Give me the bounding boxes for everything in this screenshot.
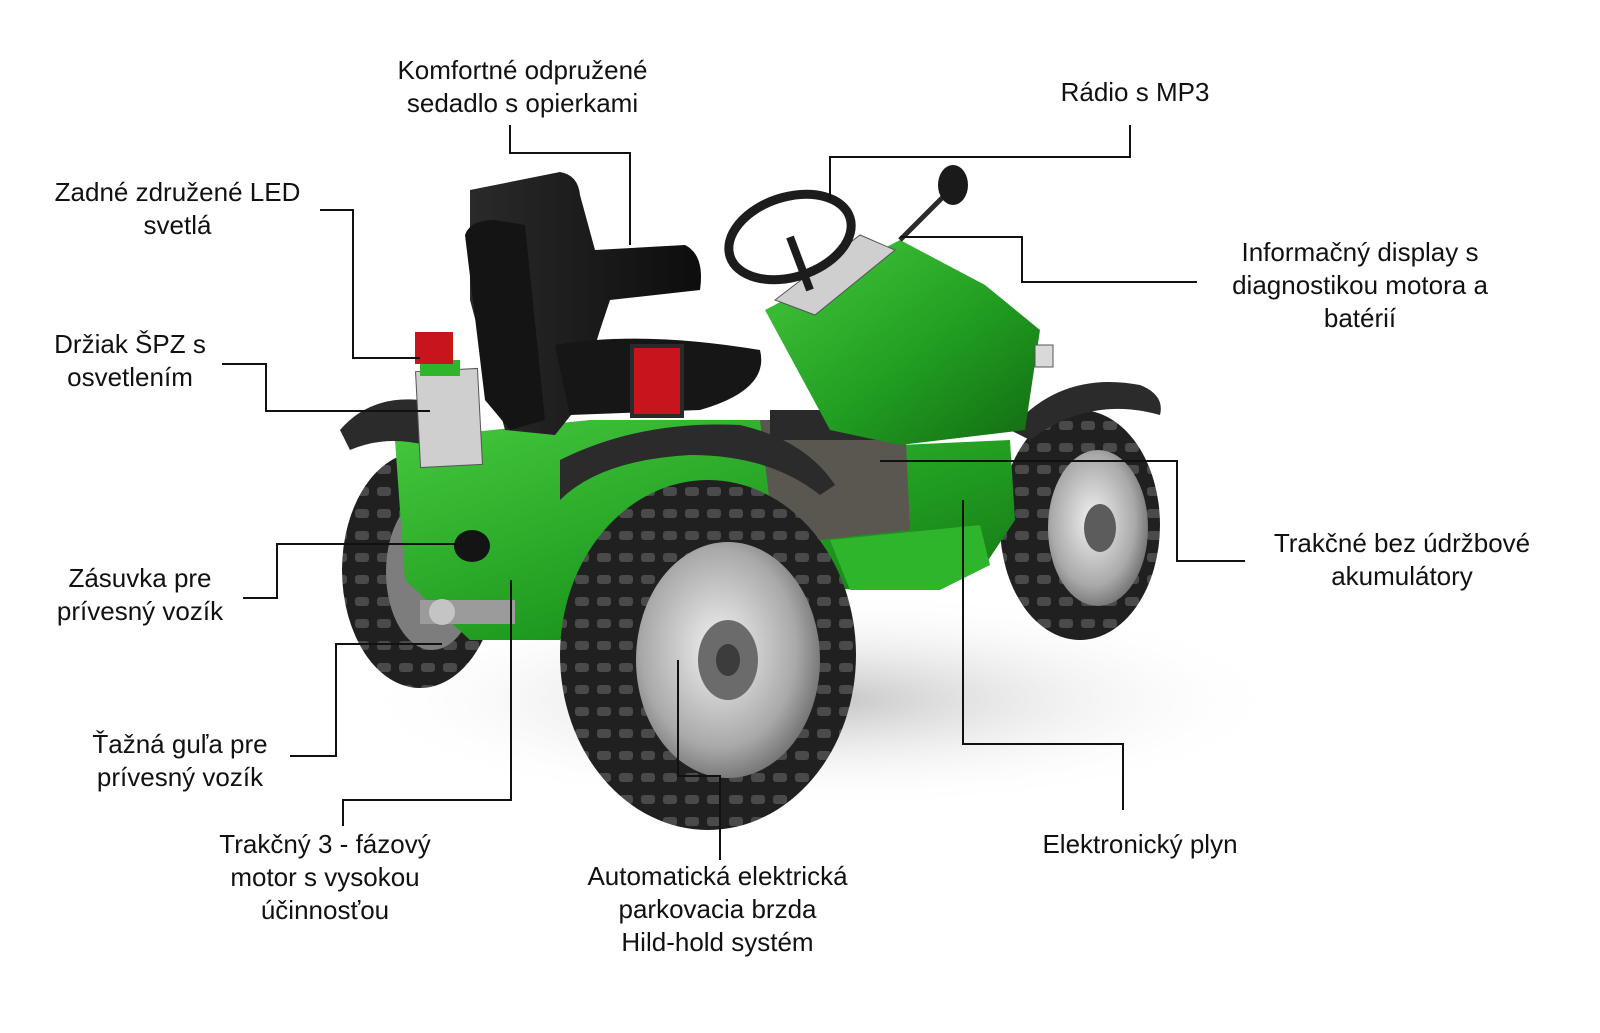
leader-towball [290,643,442,757]
label-socket: Zásuvka pre prívesný vozík [56,563,224,626]
leader-plate [222,363,430,412]
leader-display [900,236,1197,283]
leader-radio [829,125,1131,200]
tow-ball [420,599,515,625]
leader-brake [677,660,721,860]
leader-socket [243,543,462,599]
label-throttle: Elektronický plyn [1042,829,1238,859]
label-towball: Ťažná guľa pre prívesný vozík [92,729,268,792]
wheel-front-right [1000,410,1160,640]
seat [465,172,762,435]
label-plate: Držiak ŠPZ s osvetlením [54,329,206,392]
label-batteries: Trakčné bez údržbové akumulátory [1273,528,1531,591]
label-seat: Komfortné odpružené sedadlo s opierkami [397,55,648,118]
license-plate [415,367,483,469]
label-brake: Automatická elektrická parkovacia brzda … [587,861,848,957]
leader-seat [509,125,631,245]
label-motor: Trakčný 3 - fázový motor s vysokou účinn… [219,829,431,925]
leader-rear-led [320,209,420,359]
fender-front-right [1010,382,1161,440]
leader-throttle [962,500,1124,810]
wheel-rear-right [560,480,856,830]
leader-batteries [880,460,1245,562]
fender-rear-right [560,424,835,500]
footrest [830,525,990,590]
label-radio: Rádio s MP3 [1060,77,1210,107]
rear-light-left [415,332,453,364]
rear-light-right [630,344,684,418]
label-display: Informačný display s diagnostikou motora… [1232,237,1488,333]
headlight [1034,344,1054,368]
leader-motor [342,580,512,826]
label-rear-led: Zadné združené LED svetlá [54,177,301,240]
fender-rear-left [340,399,425,450]
trailer-socket [454,530,490,562]
mirror [938,165,968,205]
